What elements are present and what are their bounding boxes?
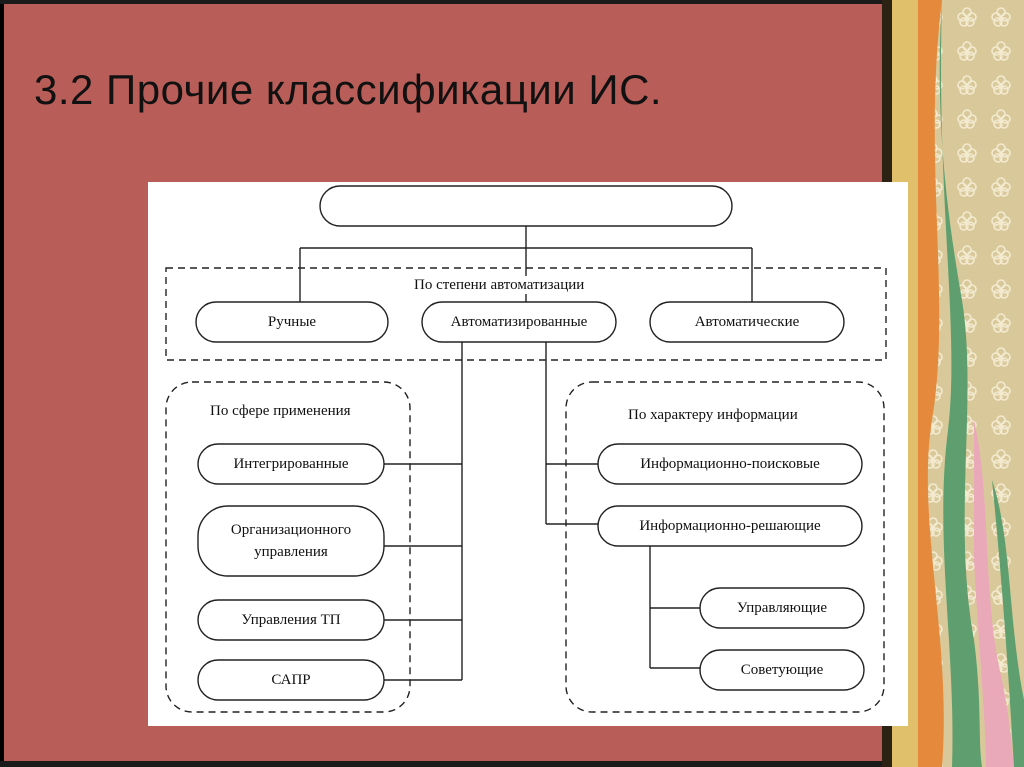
group-character-label: По характеру информации [628,407,798,423]
node-tp-mgmt: Управления ТП [241,612,341,628]
diagram-drawing [165,185,887,713]
node-advising-box [699,649,865,691]
node-info-search-box [597,443,863,485]
node-info-decision: Информационно-решающие [639,518,821,534]
slide-title: 3.2 Прочие классификации ИС. [34,66,663,113]
node-automated-box [421,301,617,343]
node-advising: Советующие [740,662,824,678]
node-info-decision-box [597,505,863,547]
node-root [320,186,732,226]
node-org-mgmt: Организационного управления [230,522,352,560]
node-manual-box [195,301,389,343]
node-controlling: Управляющие [736,600,828,616]
node-cad: САПР [271,672,311,688]
node-cad-box [197,659,385,701]
node-integrated-box [197,443,385,485]
group-sphere-label: По сфере применения [210,403,351,419]
group-automation-label: По степени автоматизации [412,276,587,294]
node-controlling-box [699,587,865,629]
node-automated: Автоматизированные [450,314,588,330]
node-manual: Ручные [267,314,317,330]
group-sphere-frame [165,381,411,713]
node-automatic: Автоматические [694,314,800,330]
classification-diagram: По степени автоматизации По сфере примен… [148,182,908,726]
node-info-search: Информационно-поисковые [640,456,820,472]
node-tp-mgmt-box [197,599,385,641]
group-character-frame [565,381,885,713]
slide-border-top [0,0,1024,4]
node-org-mgmt-box [197,505,385,577]
slide-border-bottom [0,761,1024,767]
node-integrated: Интегрированные [233,456,349,472]
node-root-box [319,185,733,227]
node-automatic-box [649,301,845,343]
